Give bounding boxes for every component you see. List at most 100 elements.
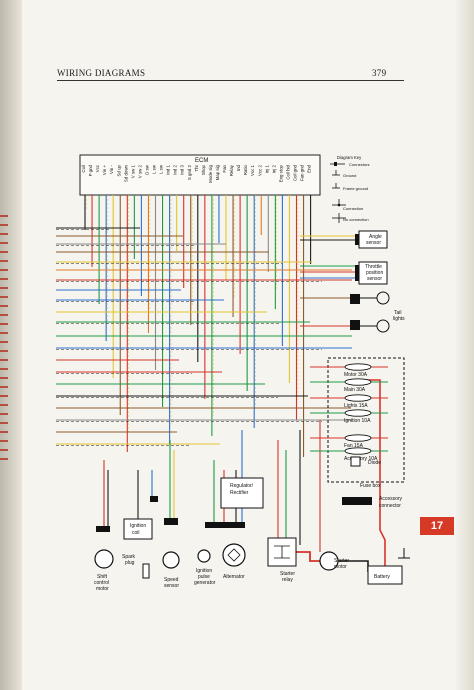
color-ruler-marks (0, 215, 8, 465)
svg-text:sensor: sensor (164, 583, 179, 589)
ecm-title: ECM (195, 158, 208, 164)
ecm-pin-label: Sd up (116, 164, 121, 176)
ecm-pin-label: Vin - (109, 164, 114, 173)
svg-text:Accessory: Accessory (379, 496, 403, 502)
fuse-label: Lights 15A (344, 403, 368, 409)
ecm-pin-label: Map sig (215, 164, 220, 180)
page-title: WIRING DIAGRAMS (57, 68, 146, 78)
diode-icon (350, 456, 361, 467)
ecm-pin-label: S gnd 2 (187, 164, 192, 180)
svg-text:Ignition: Ignition (130, 523, 146, 529)
ecm-pin-label: Mode sig (208, 164, 213, 182)
ecm-pin-label: L sw (152, 164, 157, 174)
chapter-tab: 17 (420, 517, 454, 535)
svg-text:generator: generator (194, 580, 216, 586)
ecm-pin-label: Coil (81, 165, 86, 173)
tail-lights: Tail lights (350, 291, 405, 333)
key-item-ground: Ground (343, 173, 356, 178)
fuse-label: Main 30A (344, 387, 366, 393)
ignition-pulse-generator: Ignition pulse generator (194, 549, 216, 586)
ecm-pin-label: Eng stop (278, 164, 283, 182)
key-item-frame-ground: Frame ground (343, 186, 368, 191)
ecm-box (79, 154, 321, 196)
wire (296, 551, 320, 562)
svg-text:sensor: sensor (367, 276, 382, 282)
ecm-pin-label: P gnd (88, 164, 93, 176)
speed-sensor: Speed sensor (162, 518, 180, 589)
ecm-pin-label: D sw (144, 164, 149, 175)
ecm-pin-label: Coil hid (285, 164, 290, 179)
svg-text:coil: coil (132, 530, 140, 536)
spark-plug: Spark plug (122, 554, 150, 579)
key-item-connectors: Connectors (349, 162, 369, 167)
svg-text:Speed: Speed (164, 577, 179, 583)
motor-icon (319, 551, 339, 571)
svg-text:relay: relay (282, 577, 293, 583)
svg-text:motor: motor (334, 564, 347, 570)
fuse-label: Ignition 10A (344, 418, 371, 424)
svg-text:Alternator: Alternator (223, 574, 245, 580)
svg-text:Throttle: Throttle (365, 264, 382, 270)
page-edge (456, 0, 474, 690)
ecm-pin-label: Vin + (102, 165, 107, 175)
ecm-pin-label: End (307, 164, 312, 172)
wires (56, 195, 386, 572)
svg-text:plug: plug (125, 560, 135, 566)
page-binding-shadow (0, 0, 22, 690)
ecm-pin-label: Ind 3 (180, 164, 185, 174)
ecm-pin-label: Vcc 1 (250, 164, 255, 176)
ecm-pin-label: Inj 1 (264, 164, 269, 173)
starter-relay: Starter relay (267, 537, 297, 583)
ecm-pin-label: Relay (229, 164, 234, 176)
alternator: Alternator (222, 543, 246, 580)
ecm-pin-label: L sw (159, 164, 164, 174)
key-item-connection: Connection (343, 206, 363, 211)
fuse-label: Motor 30A (344, 372, 368, 378)
svg-text:Spark: Spark (122, 554, 136, 560)
svg-text:Tail: Tail (394, 310, 402, 316)
starter-motor: Starter motor (319, 551, 349, 571)
pickup-icon (197, 549, 211, 563)
ecm-pin-label: Ratio (243, 164, 248, 175)
fuse-icon (344, 378, 372, 386)
alternator-icon (222, 543, 246, 567)
connection-icon (337, 203, 341, 207)
fuse-icon (344, 363, 372, 371)
svg-text:Shift: Shift (97, 574, 108, 580)
svg-text:control: control (94, 580, 109, 586)
diode-label: Diode (368, 460, 381, 466)
svg-text:Starter: Starter (280, 571, 295, 577)
fuse-icon (344, 447, 372, 455)
sensor-icon (162, 551, 180, 569)
svg-text:Battery: Battery (374, 574, 390, 580)
page-number: 379 (372, 68, 387, 78)
header-rule (57, 80, 404, 81)
spark-plug-icon (142, 563, 150, 579)
svg-text:sensor: sensor (366, 240, 381, 246)
diagram-key: Diagram Key Connectors Ground Frame grou… (330, 155, 369, 223)
key-item-no-connection: No connection (343, 217, 369, 222)
svg-text:motor: motor (96, 586, 109, 592)
ignition-coil: Ignition coil (123, 496, 158, 540)
battery: Battery (367, 548, 410, 585)
fuse-box-label: Fuse box (360, 483, 381, 489)
svg-text:position: position (366, 270, 383, 276)
svg-text:Starter: Starter (334, 558, 349, 564)
ecm-pin-label: Coil gnd (293, 164, 298, 181)
regulator-rectifier: Regulator/ Rectifier (205, 477, 264, 528)
connector-icon (334, 162, 337, 166)
ecm-pin-label: Vcc (95, 164, 100, 172)
accessory-connector: Accessory connector (342, 496, 403, 509)
motor-icon (94, 549, 114, 569)
svg-text:Ignition: Ignition (196, 568, 212, 574)
battery-icon (367, 565, 403, 585)
ecm-pin-label: Fan (222, 164, 227, 172)
svg-text:Regulator/: Regulator/ (230, 483, 254, 489)
shift-control-motor: Shift control motor (94, 526, 114, 592)
ecm-pin-label: V sw 1 (130, 164, 135, 178)
bulb-icon (376, 291, 390, 305)
ecm-pin-label: Ind 1 (166, 164, 171, 174)
